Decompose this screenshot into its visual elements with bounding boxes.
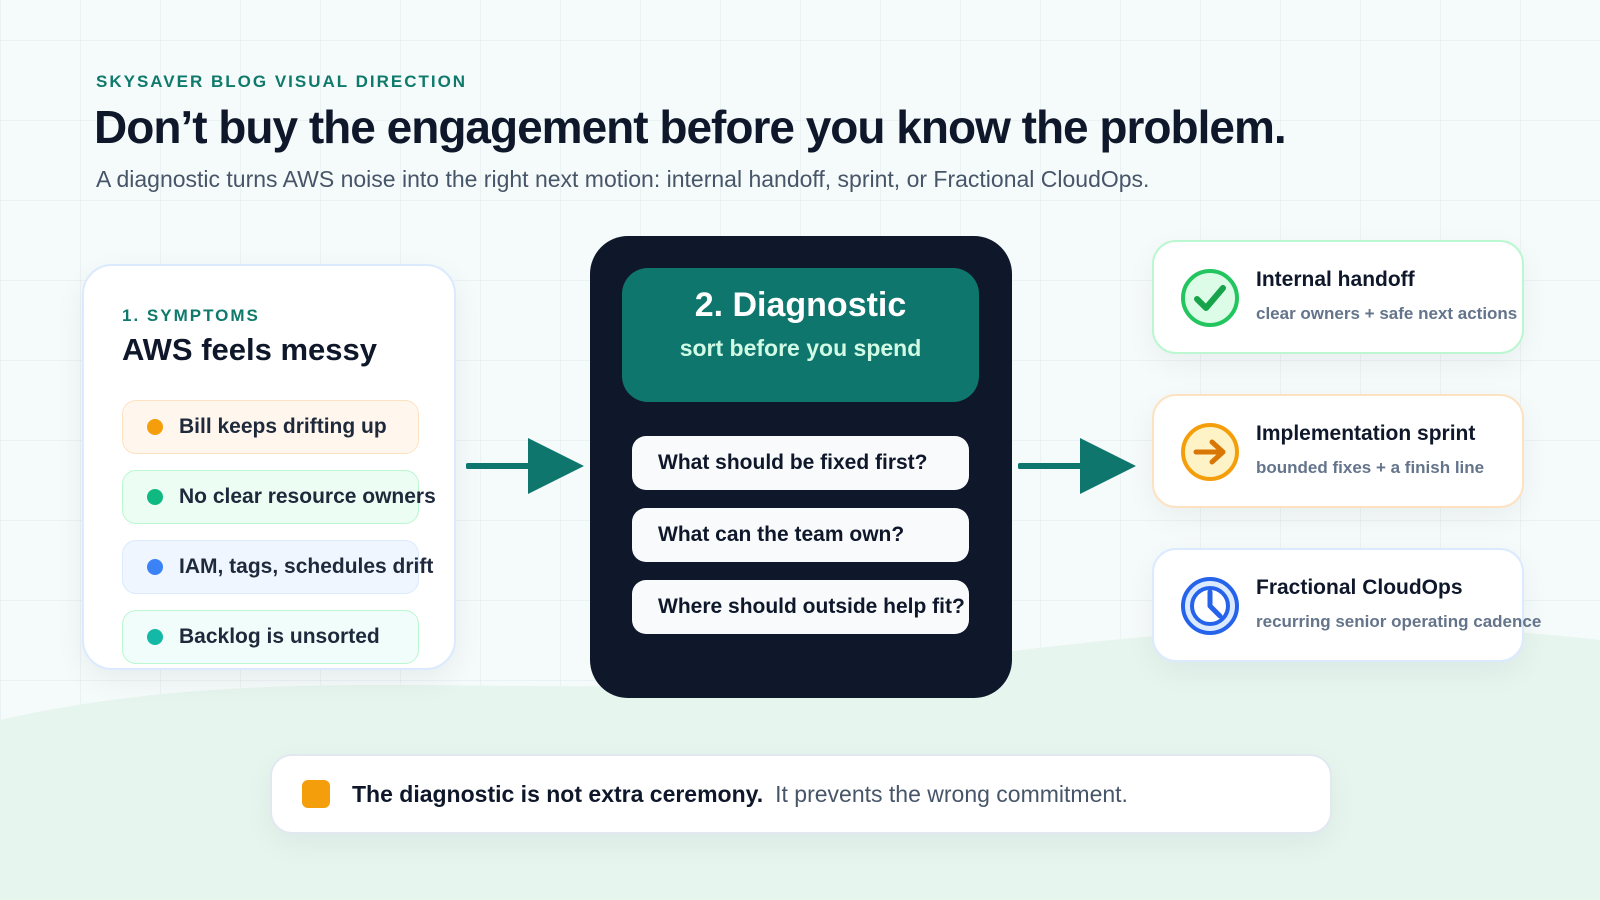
diagnostic-question: Where should outside help fit? (632, 580, 969, 634)
symptom-item: Backlog is unsorted (122, 610, 419, 664)
callout-text: It prevents the wrong commitment. (775, 780, 1128, 807)
outcome-subtitle: clear owners + safe next actions (1256, 304, 1518, 323)
diagnostic-header: 2. Diagnostic sort before you spend (622, 268, 979, 402)
symptom-item: IAM, tags, schedules drift (122, 540, 433, 594)
arrow-right-icon (1018, 438, 1136, 494)
arrow-right-circle-icon (1181, 423, 1239, 481)
symptom-item: Bill keeps drifting up (122, 400, 419, 454)
arrow-right-icon (466, 438, 584, 494)
dot-icon (147, 489, 163, 505)
clock-icon (1181, 577, 1239, 635)
page-subtitle: A diagnostic turns AWS noise into the ri… (96, 166, 1150, 192)
eyebrow-label: SKYSAVER BLOG VISUAL DIRECTION (96, 72, 468, 91)
diagnostic-title: 2. Diagnostic (694, 286, 907, 324)
outcome-card-implementation-sprint: Implementation sprint bounded fixes + a … (1152, 394, 1524, 508)
outcome-subtitle: recurring senior operating cadence (1256, 612, 1542, 631)
diagnostic-question: What can the team own? (632, 508, 969, 562)
dot-icon (147, 419, 163, 435)
outcome-title: Implementation sprint (1256, 422, 1476, 445)
callout-marker-icon (302, 780, 330, 808)
symptoms-card: 1. SYMPTOMS AWS feels messy Bill keeps d… (82, 264, 456, 670)
symptom-item: No clear resource owners (122, 470, 436, 524)
diagnostic-subtitle: sort before you spend (679, 335, 922, 361)
symptom-label: No clear resource owners (179, 485, 436, 508)
symptom-label: IAM, tags, schedules drift (179, 555, 434, 578)
symptom-label: Backlog is unsorted (179, 625, 380, 648)
symptom-label: Bill keeps drifting up (179, 415, 387, 438)
diagnostic-card: 2. Diagnostic sort before you spend What… (590, 236, 1012, 698)
check-circle-icon (1181, 269, 1239, 327)
outcome-subtitle: bounded fixes + a finish line (1256, 458, 1485, 477)
symptoms-title: AWS feels messy (122, 332, 378, 367)
outcome-card-fractional-cloudops: Fractional CloudOps recurring senior ope… (1152, 548, 1541, 662)
page-title: Don’t buy the engagement before you know… (94, 101, 1287, 153)
outcome-card-internal-handoff: Internal handoff clear owners + safe nex… (1152, 240, 1524, 354)
symptoms-step-label: 1. SYMPTOMS (122, 306, 260, 325)
outcome-title: Fractional CloudOps (1256, 576, 1463, 599)
dot-icon (147, 629, 163, 645)
callout-bar: The diagnostic is not extra ceremony. It… (270, 754, 1332, 834)
dot-icon (147, 559, 163, 575)
outcome-title: Internal handoff (1256, 268, 1415, 291)
callout-bold-text: The diagnostic is not extra ceremony. (352, 780, 764, 807)
diagnostic-question: What should be fixed first? (632, 436, 969, 490)
